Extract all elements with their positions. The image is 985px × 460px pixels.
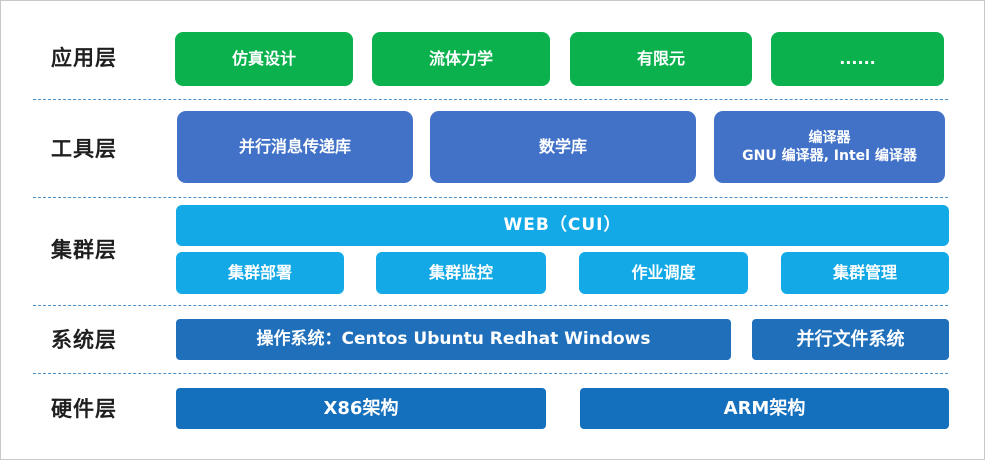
tool-mpi-library: 并行消息传递库 xyxy=(177,111,413,183)
system-operating-systems: 操作系统：Centos Ubuntu Redhat Windows xyxy=(176,319,731,360)
divider xyxy=(33,305,948,306)
divider xyxy=(33,373,948,374)
hardware-x86: X86架构 xyxy=(176,388,546,429)
hardware-arm: ARM架构 xyxy=(580,388,949,429)
app-more: ...... xyxy=(771,32,944,86)
divider xyxy=(33,197,948,198)
divider xyxy=(33,99,948,100)
layer-label-application: 应用层 xyxy=(51,46,117,70)
layer-label-tools: 工具层 xyxy=(51,137,117,161)
cluster-monitoring: 集群监控 xyxy=(376,252,546,294)
app-simulation-design: 仿真设计 xyxy=(175,32,353,86)
cluster-web-cui: WEB（CUI） xyxy=(176,205,949,246)
tool-math-library: 数学库 xyxy=(430,111,696,183)
layer-label-cluster: 集群层 xyxy=(51,238,117,262)
tool-compiler-title: 编译器 xyxy=(808,129,851,146)
cluster-deployment: 集群部署 xyxy=(176,252,344,294)
system-parallel-file-system: 并行文件系统 xyxy=(752,319,949,360)
cluster-management: 集群管理 xyxy=(781,252,949,294)
cluster-job-scheduling: 作业调度 xyxy=(579,252,748,294)
layer-label-hardware: 硬件层 xyxy=(51,397,117,421)
tool-compiler: 编译器 GNU 编译器, Intel 编译器 xyxy=(714,111,945,183)
tool-compiler-detail: GNU 编译器, Intel 编译器 xyxy=(742,148,917,164)
layer-label-system: 系统层 xyxy=(51,328,117,352)
app-fluid-dynamics: 流体力学 xyxy=(372,32,550,86)
app-finite-element: 有限元 xyxy=(570,32,752,86)
